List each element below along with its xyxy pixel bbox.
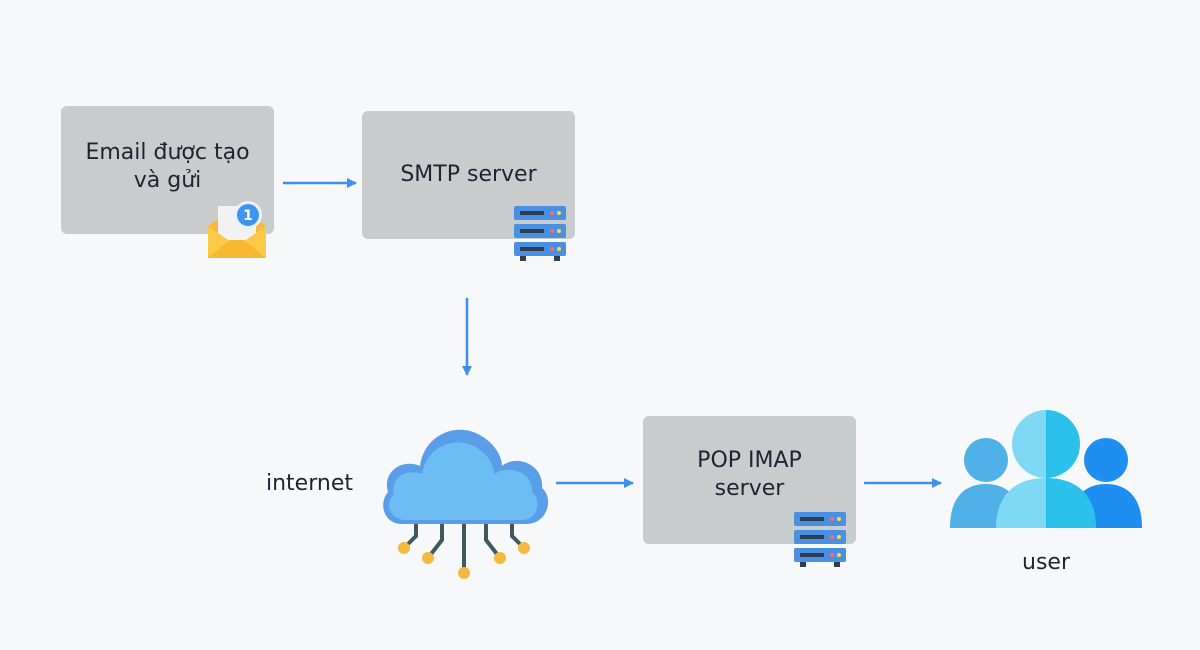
email-badge-count: 1	[243, 208, 253, 224]
pop-box-line1: POP IMAP	[697, 448, 802, 473]
smtp-server-box: SMTP server	[362, 111, 575, 239]
pop-box-line2: server	[714, 476, 785, 501]
server-icon	[514, 206, 566, 261]
cloud-network-icon	[383, 429, 549, 579]
email-created-box: Email được tạo và gửi	[61, 106, 274, 234]
email-box-line1: Email được tạo	[85, 140, 250, 165]
email-box-line2: và gửi	[133, 168, 202, 193]
server-icon	[794, 512, 846, 567]
internet-label: internet	[266, 471, 353, 496]
users-group-icon	[950, 410, 1142, 528]
user-label: user	[1022, 550, 1070, 575]
envelope-icon: 1	[208, 201, 266, 258]
smtp-server-label: SMTP server	[400, 162, 537, 187]
